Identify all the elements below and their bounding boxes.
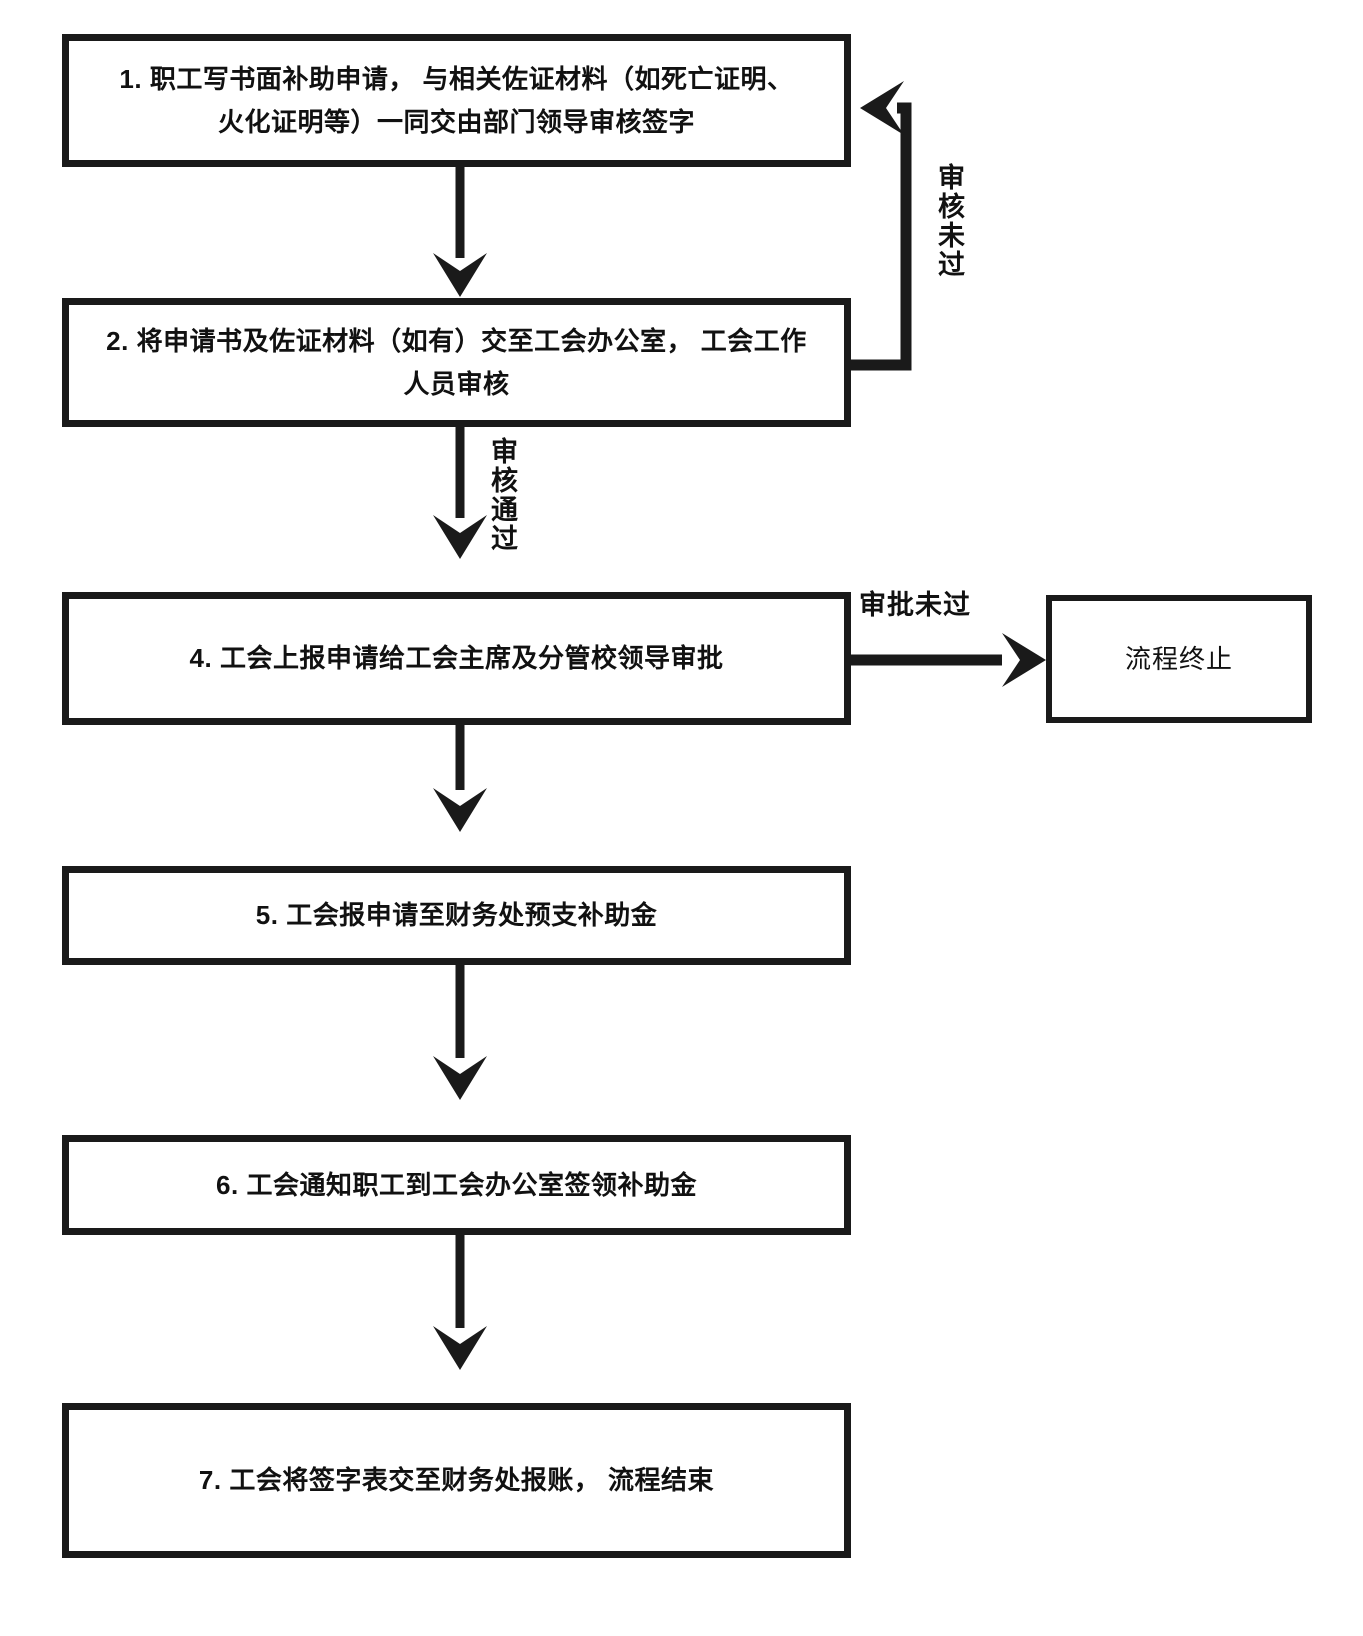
node-step6[interactable]: 6. 工会通知职工到工会办公室签领补助金 [62, 1135, 851, 1235]
node-step2[interactable]: 2. 将申请书及佐证材料（如有）交至工会办公室， 工会工作 人员审核 [62, 298, 851, 427]
node-step4[interactable]: 4. 工会上报申请给工会主席及分管校领导审批 [62, 592, 851, 725]
node-step7[interactable]: 7. 工会将签字表交至财务处报账， 流程结束 [62, 1403, 851, 1558]
node-step7-label: 7. 工会将签字表交至财务处报账， 流程结束 [198, 1465, 715, 1496]
node-step2-label: 2. 将申请书及佐证材料（如有）交至工会办公室， 工会工作 人员审核 [106, 326, 807, 399]
connector-reject-loop [849, 81, 912, 371]
node-process-terminated-label: 流程终止 [1124, 643, 1233, 674]
edge-label-reject-loop: 审核未过 [934, 163, 964, 279]
connector-step6-to-step7 [433, 1232, 487, 1370]
connector-step2-to-step4 [433, 425, 487, 559]
edge-label-approval-fail: 审批未过 [859, 590, 971, 620]
node-step6-label: 6. 工会通知职工到工会办公室签领补助金 [216, 1169, 697, 1200]
node-step5-label: 5. 工会报申请至财务处预支补助金 [255, 900, 658, 931]
connector-step4-to-end [849, 633, 1046, 687]
connector-step1-to-step2 [433, 165, 487, 297]
node-step1-label: 1. 职工写书面补助申请， 与相关佐证材料（如死亡证明、 火化证明等）一同交由部… [119, 64, 794, 137]
node-step4-label: 4. 工会上报申请给工会主席及分管校领导审批 [189, 643, 724, 674]
node-step5[interactable]: 5. 工会报申请至财务处预支补助金 [62, 866, 851, 965]
edge-label-review-pass: 审核通过 [487, 437, 517, 553]
node-step1[interactable]: 1. 职工写书面补助申请， 与相关佐证材料（如死亡证明、 火化证明等）一同交由部… [62, 34, 851, 167]
connector-step4-to-step5 [433, 722, 487, 832]
connector-step5-to-step6 [433, 962, 487, 1100]
node-process-terminated[interactable]: 流程终止 [1046, 595, 1312, 723]
